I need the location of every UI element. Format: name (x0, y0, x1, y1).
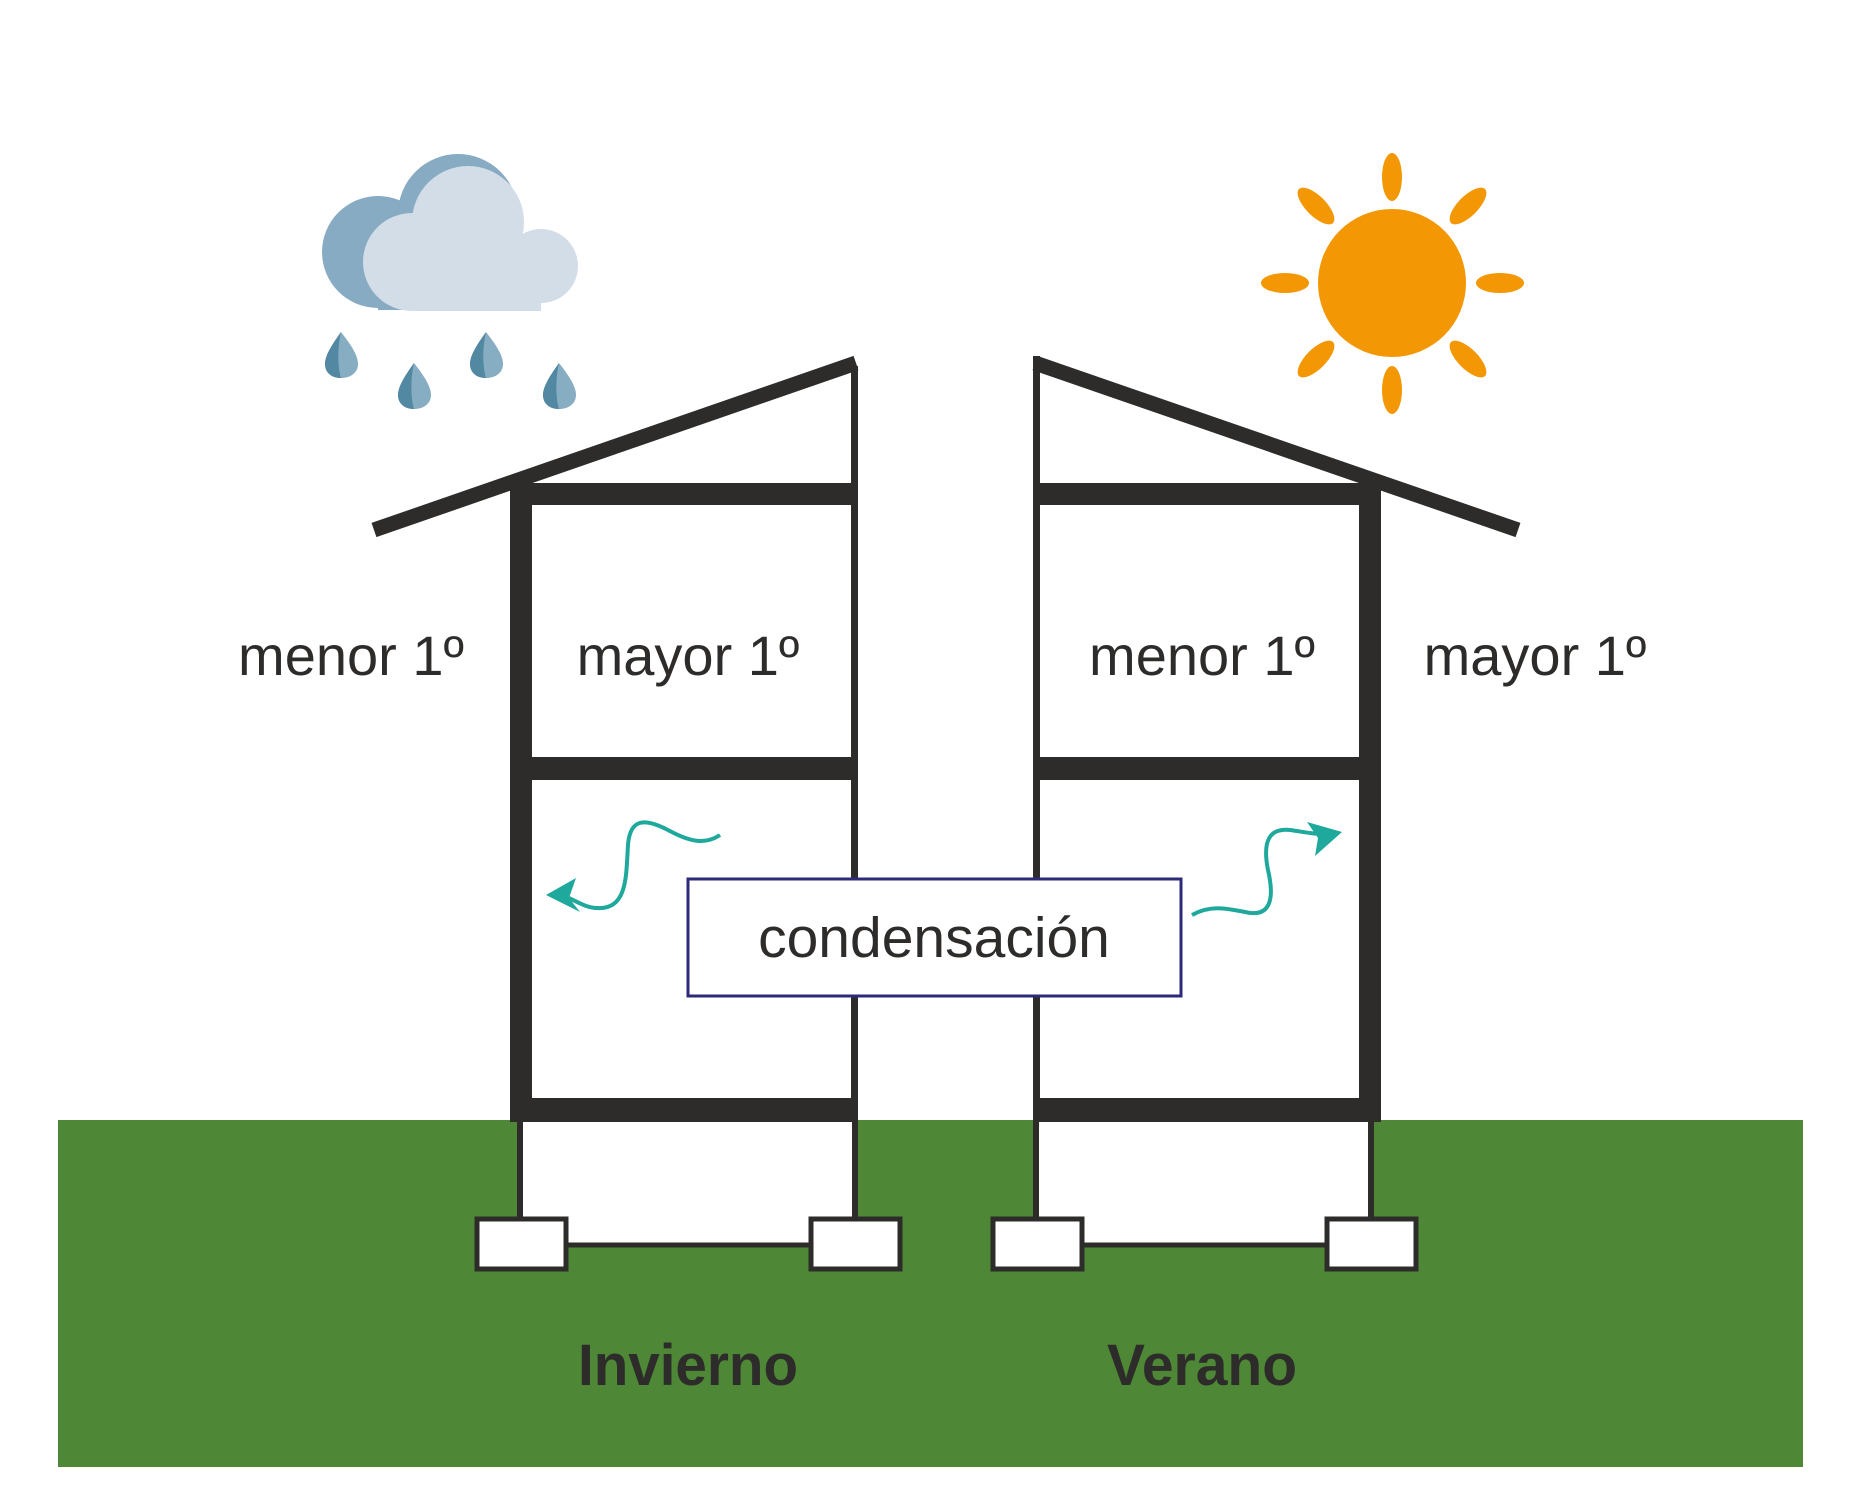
footing (474, 1216, 569, 1272)
rain-drop (398, 363, 431, 409)
footing (1324, 1216, 1419, 1272)
summer-inside-label: menor 1º (1089, 624, 1315, 687)
sun-ray (1449, 187, 1487, 225)
winter-outside-label: menor 1º (238, 624, 464, 687)
condensation-label: condensación (758, 906, 1110, 970)
roof (371, 355, 859, 538)
sun-ray (1261, 273, 1309, 293)
roof (1032, 355, 1521, 538)
insulated-wall (510, 483, 532, 1122)
condensation-callout: condensación (686, 877, 1183, 998)
sun-ray (1449, 340, 1487, 378)
sun-ray (1297, 187, 1335, 225)
rain-drop (325, 332, 358, 378)
rain-cloud-icon (322, 154, 578, 409)
vapor-arrow (1191, 827, 1326, 917)
sun-disc (1318, 209, 1466, 357)
summer-season-label: Verano (1107, 1333, 1297, 1398)
middle-beam (510, 757, 858, 780)
sun-ray (1297, 340, 1335, 378)
ground (58, 1120, 1803, 1467)
middle-beam (1033, 757, 1381, 780)
footing (808, 1216, 903, 1272)
winter-inside-label: mayor 1º (577, 624, 800, 687)
rain-drop (470, 332, 503, 378)
floor-beam (1033, 1098, 1381, 1122)
rain-drop (543, 363, 576, 409)
cloud-front (363, 166, 578, 311)
foundation-space (1036, 1120, 1371, 1247)
arrow-head-icon (546, 878, 580, 912)
sun-icon (1261, 153, 1524, 414)
top-beam (1033, 483, 1381, 505)
sun-ray (1382, 153, 1402, 201)
sun-ray (1382, 366, 1402, 414)
top-beam (510, 483, 858, 505)
winter-house (371, 355, 903, 1272)
insulated-wall (1359, 483, 1381, 1122)
thin-wall (851, 366, 858, 1122)
summer-outside-label: mayor 1º (1424, 624, 1647, 687)
foundation-space (520, 1120, 855, 1247)
thin-wall (1033, 356, 1040, 1122)
floor-beam (510, 1098, 858, 1122)
summer-house (990, 355, 1521, 1272)
condensation-box (686, 877, 1183, 998)
sun-ray (1476, 273, 1524, 293)
winter-season-label: Invierno (578, 1333, 798, 1398)
vapor-arrow (561, 820, 722, 911)
arrow-head-icon (1307, 822, 1342, 856)
footing (990, 1216, 1085, 1272)
